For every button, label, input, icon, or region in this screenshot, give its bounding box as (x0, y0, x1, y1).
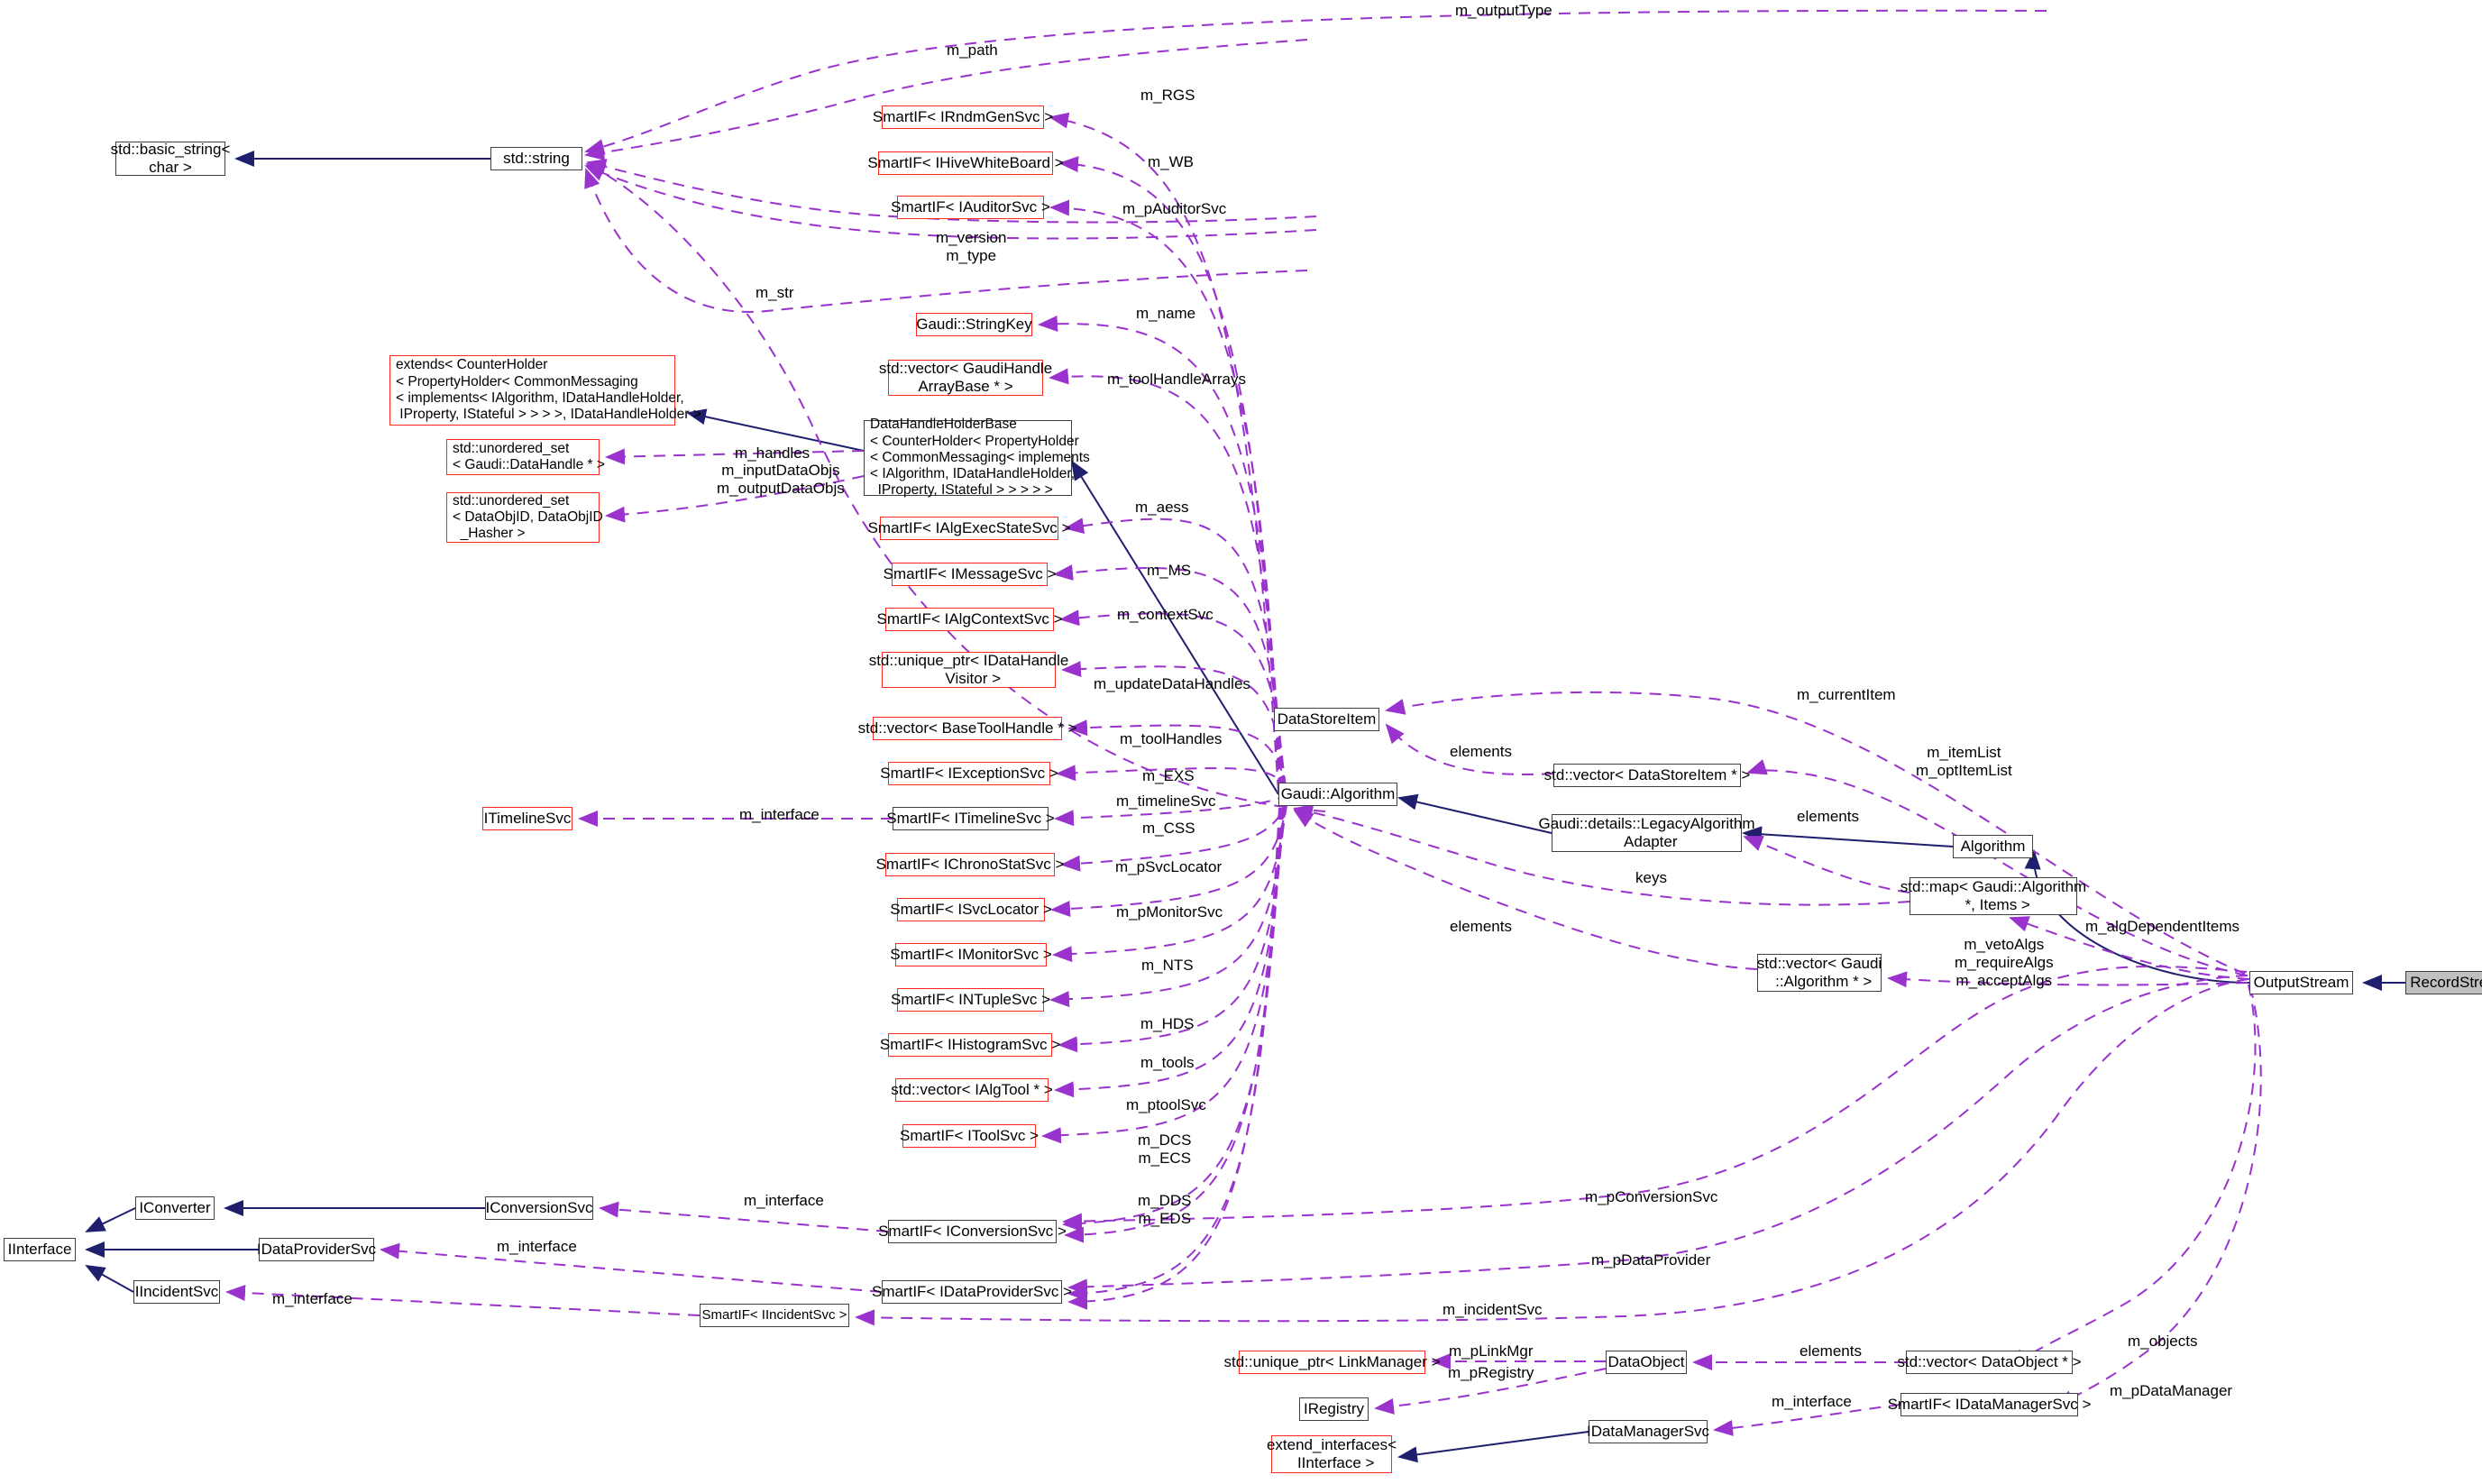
edge-label-m-interface-incident: m_interface (272, 1290, 353, 1307)
edge-label-m-dcs-m-ecs: m_DCS m_ECS (1138, 1131, 1192, 1168)
edge-label-m-pdataprovider: m_pDataProvider (1591, 1251, 1711, 1269)
edge-label-m-interface-datamanager: m_interface (1772, 1393, 1852, 1410)
node-iinterface[interactable]: IInterface (4, 1238, 76, 1261)
node-legacyalgorithmadapter[interactable]: Gaudi::details::LegacyAlgorithm Adapter (1538, 814, 1755, 852)
edge-label-m-pauditorsvc: m_pAuditorSvc (1122, 200, 1227, 217)
edge-label-m-str: m_str (756, 284, 794, 301)
node-iconversionsvc[interactable]: IConversionSvc (485, 1196, 593, 1220)
edge-label-m-exs: m_EXS (1142, 767, 1195, 784)
edge-label-m-handles: m_handles (735, 444, 811, 462)
node-vector-basetoolhandle[interactable]: std::vector< BaseToolHandle * > (858, 717, 1076, 740)
edge-label-m-css: m_CSS (1142, 820, 1195, 837)
node-smartif-idataprovidersvc[interactable]: SmartIF< IDataProviderSvc > (872, 1280, 1072, 1304)
node-gaudi-algorithm[interactable]: Gaudi::Algorithm (1278, 783, 1397, 806)
edge-label-m-psvclocator: m_pSvcLocator (1115, 858, 1223, 875)
edge-label-m-toolhandlearrays: m_toolHandleArrays (1107, 371, 1247, 388)
edge-label-m-name: m_name (1136, 305, 1196, 322)
node-smartif-imessagesvc[interactable]: SmartIF< IMessageSvc > (884, 563, 1056, 586)
edge-label-m-interface-dataprovider: m_interface (497, 1238, 577, 1255)
edge-label-m-currentitem: m_currentItem (1797, 686, 1896, 703)
edge-label-m-nts: m_NTS (1141, 957, 1194, 974)
node-vector-gaudihandlearraybase[interactable]: std::vector< GaudiHandle ArrayBase * > (878, 359, 1053, 396)
node-smartif-iexceptionsvc[interactable]: SmartIF< IExceptionSvc > (880, 762, 1058, 785)
node-iincidentsvc[interactable]: IIncidentSvc (133, 1280, 220, 1304)
node-smartif-irndmgensvc[interactable]: SmartIF< IRndmGenSvc > (873, 105, 1053, 129)
edge-label-m-pconversionsvc: m_pConversionSvc (1585, 1188, 1718, 1205)
node-idataprovidersvc[interactable]: IDataProviderSvc (257, 1238, 376, 1261)
node-iconverter[interactable]: IConverter (135, 1196, 215, 1220)
node-itimelinesvc[interactable]: ITimelineSvc (482, 807, 572, 830)
edge-label-m-version-m-type: m_version m_type (936, 229, 1007, 265)
node-idatamanagersvc[interactable]: IDataManagerSvc (1587, 1420, 1709, 1443)
node-smartif-isvclocator[interactable]: SmartIF< ISvcLocator > (890, 898, 1052, 921)
node-smartif-iincidentsvc[interactable]: SmartIF< IIncidentSvc > (700, 1304, 849, 1327)
edge-label-m-updatedatahandles: m_updateDataHandles (1094, 675, 1250, 692)
node-smartif-itimelinesvc[interactable]: SmartIF< ITimelineSvc > (886, 807, 1055, 830)
edge-label-m-ptoolsvc: m_ptoolSvc (1126, 1096, 1206, 1113)
edge-label-m-pregistry: m_pRegistry (1448, 1364, 1534, 1381)
node-vector-dataobject[interactable]: std::vector< DataObject * > (1897, 1351, 2082, 1374)
node-extends-counterholder[interactable]: extends< CounterHolder < PropertyHolder<… (389, 355, 701, 426)
edge-label-elements-adapter: elements (1797, 808, 1859, 825)
edge-label-m-tools: m_tools (1140, 1054, 1195, 1071)
edge-label-m-pmonitorsvc: m_pMonitorSvc (1116, 903, 1223, 921)
node-iregistry[interactable]: IRegistry (1299, 1397, 1369, 1421)
edge-label-m-aess: m_aess (1135, 499, 1189, 516)
node-unordered-set-datahandle[interactable]: std::unordered_set < Gaudi::DataHandle *… (446, 439, 605, 475)
edge-label-m-pdatamanager: m_pDataManager (2110, 1382, 2233, 1399)
node-vector-datastoreitem[interactable]: std::vector< DataStoreItem * > (1544, 764, 1750, 787)
edge-label-m-contextsvc: m_contextSvc (1117, 606, 1214, 623)
node-smartif-iauditorsvc[interactable]: SmartIF< IAuditorSvc > (891, 196, 1050, 219)
node-smartif-imonitorsvc[interactable]: SmartIF< IMonitorSvc > (890, 943, 1052, 966)
edge-label-m-interface-conversion: m_interface (744, 1192, 824, 1209)
edge-label-m-objects: m_objects (2128, 1333, 2198, 1350)
node-extend-interfaces[interactable]: extend_interfaces< IInterface > (1266, 1435, 1397, 1473)
edge-label-m-incidentsvc: m_incidentSvc (1442, 1301, 1543, 1318)
node-smartif-ialgcontextsvc[interactable]: SmartIF< IAlgContextSvc > (877, 608, 1062, 631)
node-gaudi-stringkey[interactable]: Gaudi::StringKey (916, 313, 1032, 336)
edge-label-m-path: m_path (947, 41, 998, 59)
node-algorithm[interactable]: Algorithm (1953, 835, 2033, 858)
edge-label-keys: keys (1635, 869, 1667, 886)
edge-label-m-hds: m_HDS (1140, 1015, 1195, 1032)
edge-label-m-outputtype: m_outputType (1455, 2, 1552, 19)
edge-label-m-algdependentitems: m_algDependentItems (2085, 918, 2240, 935)
edge-label-m-rgs: m_RGS (1140, 87, 1195, 104)
node-outputstream[interactable]: OutputStream (2249, 971, 2353, 994)
node-smartif-iconversionsvc[interactable]: SmartIF< IConversionSvc > (878, 1220, 1067, 1243)
node-vector-gaudi-algorithm[interactable]: std::vector< Gaudi ::Algorithm * > (1756, 954, 1882, 992)
edge-label-elements-datastoreitem: elements (1450, 743, 1512, 760)
edge-label-m-plinkmgr: m_pLinkMgr (1449, 1342, 1534, 1360)
edge-label-m-vetoalgs-requirealgs-acceptalgs: m_vetoAlgs m_requireAlgs m_acceptAlgs (1955, 936, 2054, 990)
node-map-gaudi-algorithm-items[interactable]: std::map< Gaudi::Algorithm *, Items > (1900, 877, 2087, 915)
node-smartif-ichronostatsvc[interactable]: SmartIF< IChronoStatSvc > (876, 853, 1064, 876)
node-unique-ptr-idatahandlevisitor[interactable]: std::unique_ptr< IDataHandle Visitor > (868, 651, 1069, 688)
node-dataobject[interactable]: DataObject (1606, 1351, 1687, 1374)
edge-label-m-timelinesvc: m_timelineSvc (1116, 792, 1216, 810)
edge-label-m-ms: m_MS (1147, 562, 1192, 579)
node-datastoreitem[interactable]: DataStoreItem (1274, 708, 1379, 731)
node-unique-ptr-linkmanager[interactable]: std::unique_ptr< LinkManager > (1223, 1351, 1441, 1374)
edge-label-elements-dataobject: elements (1800, 1342, 1862, 1360)
node-unordered-set-dataobjid[interactable]: std::unordered_set < DataObjID, DataObjI… (446, 492, 603, 543)
node-datahandleholderbase[interactable]: DataHandleHolderBase < CounterHolder< Pr… (864, 417, 1090, 498)
node-vector-ialgtool[interactable]: std::vector< IAlgTool * > (891, 1078, 1053, 1102)
node-smartif-ihistogramsvc[interactable]: SmartIF< IHistogramSvc > (880, 1033, 1060, 1057)
edge-label-m-input-output-dataobjs: m_inputDataObjs m_outputDataObjs (717, 462, 845, 498)
node-std-string[interactable]: std::string (490, 147, 582, 170)
node-smartif-ialgexecstatesvc[interactable]: SmartIF< IAlgExecStateSvc > (868, 517, 1070, 540)
node-smartif-ihivewhiteboard[interactable]: SmartIF< IHiveWhiteBoard > (867, 151, 1064, 175)
node-std-basic-string[interactable]: std::basic_string< char > (110, 140, 231, 176)
node-smartif-idatamanagersvc[interactable]: SmartIF< IDataManagerSvc > (1888, 1393, 2091, 1416)
edge-label-elements-algorithm: elements (1450, 918, 1512, 935)
node-recordstream[interactable]: RecordStream (2405, 971, 2482, 994)
edge-label-m-wb: m_WB (1148, 153, 1194, 170)
edge-label-m-interface-timeline: m_interface (739, 806, 820, 823)
edge-label-m-itemlist-m-optitemlist: m_itemList m_optItemList (1916, 744, 2012, 780)
edge-label-m-toolhandles: m_toolHandles (1120, 730, 1223, 747)
node-smartif-intuplesvc[interactable]: SmartIF< INTupleSvc > (891, 988, 1050, 1012)
node-smartif-itoolsvc[interactable]: SmartIF< IToolSvc > (900, 1124, 1039, 1148)
edge-label-m-dds-m-eds: m_DDS m_EDS (1138, 1192, 1192, 1228)
